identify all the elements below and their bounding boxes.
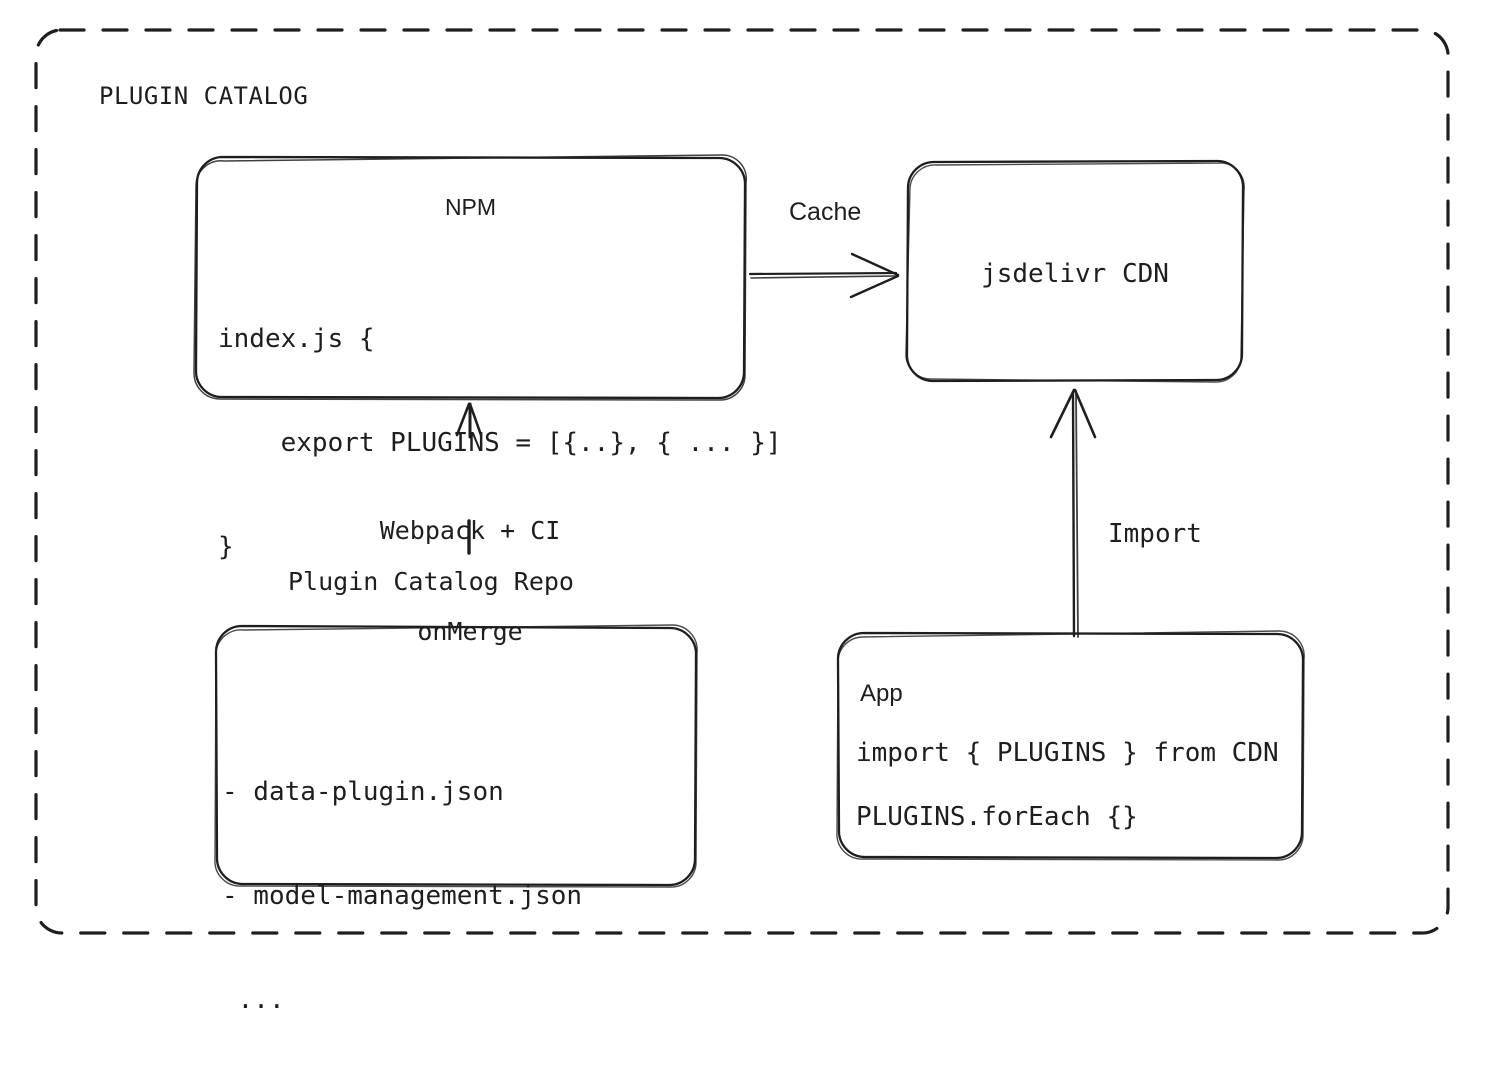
app-code-line-2: PLUGINS.forEach {} [856, 802, 1138, 832]
edge-label-import: Import [1108, 519, 1202, 549]
app-node-shape[interactable] [836, 630, 1305, 861]
repo-file-line-3: ... [222, 984, 285, 1015]
npm-node-shape[interactable] [193, 154, 748, 401]
npm-node-code: index.js { export PLUGINS = [{..}, { ...… [218, 253, 782, 633]
edge-label-build: Webpack + CI onMerge [343, 446, 597, 716]
edge-label-build-line-1: Webpack + CI [379, 515, 561, 545]
repo-node-caption: Plugin Catalog Repo [288, 567, 574, 596]
group-frame [34, 28, 1450, 935]
npm-node-title: NPM [444, 194, 497, 220]
npm-code-line-3: } [218, 531, 234, 562]
repo-file-line-1: - data-plugin.json [222, 777, 504, 808]
cdn-node-title: jsdelivr CDN [981, 259, 1169, 289]
edge-repo-to-npm [455, 402, 483, 555]
npm-code-line-1: index.js { [218, 324, 375, 355]
edge-app-to-cdn [1049, 388, 1097, 638]
repo-node-file-list: - data-plugin.json - model-management.js… [222, 706, 582, 1086]
app-code-line-1: import { PLUGINS } from CDN [856, 738, 1279, 768]
npm-code-line-2: export PLUGINS = [{..}, { ... }] [218, 427, 782, 458]
diagram-canvas: PLUGIN CATALOG NPM index.js { export PLU… [34, 28, 1450, 1015]
diagram-vector-layer [34, 28, 1450, 935]
edge-label-build-line-2: onMerge [417, 616, 523, 646]
repo-node-shape[interactable] [214, 624, 698, 888]
cdn-node-shape[interactable] [905, 159, 1245, 383]
repo-file-line-2: - model-management.json [222, 880, 583, 911]
edge-label-cache: Cache [789, 198, 862, 226]
edge-npm-to-cdn [748, 252, 900, 299]
group-title: PLUGIN CATALOG [99, 82, 309, 110]
app-node-title: App [860, 680, 903, 707]
